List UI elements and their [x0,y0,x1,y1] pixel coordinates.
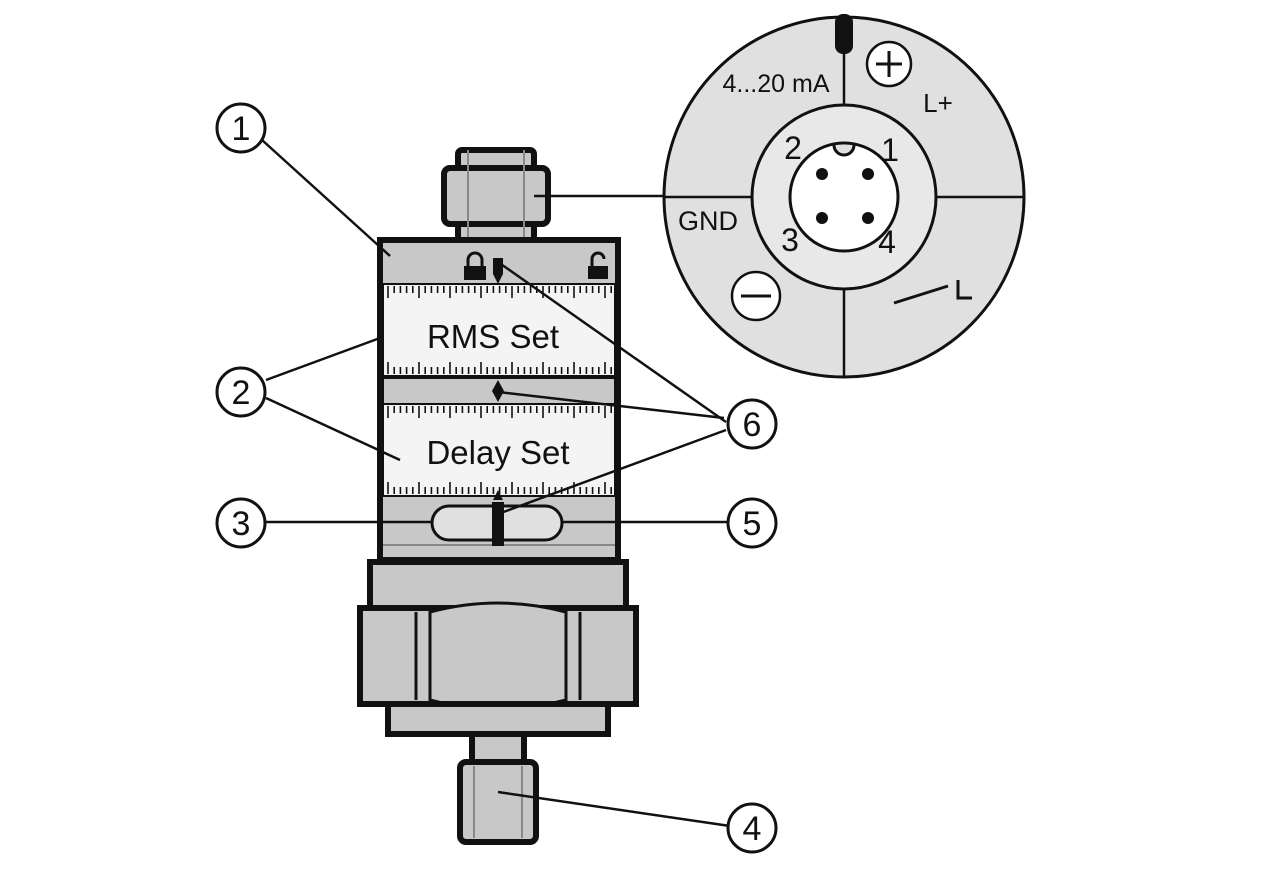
minus-icon [730,270,782,322]
callout-6: 6 [726,398,778,450]
callout-5: 5 [726,497,778,549]
callout-3: 3 [215,497,267,549]
slot-indicator [492,502,504,546]
pin-dot-3 [816,212,828,224]
switch-output-icon [893,280,972,305]
plus-icon [865,40,913,88]
bottom-pointer-marker [493,490,503,500]
hex-body [357,559,639,737]
top-connector [441,147,551,245]
pin-dot-2 [816,168,828,180]
delay-scale-ticks [387,406,613,494]
leader-lines [261,139,760,828]
pin-dot-4 [862,212,874,224]
rms-scale-ticks [387,286,613,374]
rms-set-label: RMS Set [427,318,559,355]
pin-dot-1 [862,168,874,180]
signal-label: 4...20 mA [723,70,830,98]
connector-pinout: 1 2 3 4 4...20 mA L+ GND [662,14,1026,379]
ground-label: GND [678,206,738,236]
callout-4: 4 [726,802,778,854]
svg-text:2: 2 [232,374,251,412]
svg-text:5: 5 [743,505,762,543]
delay-set-label: Delay Set [426,434,569,471]
callout-1: 1 [215,102,267,154]
supply-label: L+ [923,88,953,118]
lock-open-icon [588,251,608,279]
pin-label-4: 4 [878,224,896,260]
pin-label-1: 1 [881,132,899,168]
pin-label-2: 2 [784,130,802,166]
middle-pointer-marker [492,380,504,402]
svg-text:1: 1 [232,110,251,148]
svg-text:6: 6 [743,406,762,444]
svg-text:4: 4 [743,810,762,848]
sensor-tip [457,731,539,845]
pin-label-3: 3 [781,222,799,258]
callout-2: 2 [215,366,267,418]
svg-text:3: 3 [232,505,251,543]
lock-closed-icon [464,251,486,280]
